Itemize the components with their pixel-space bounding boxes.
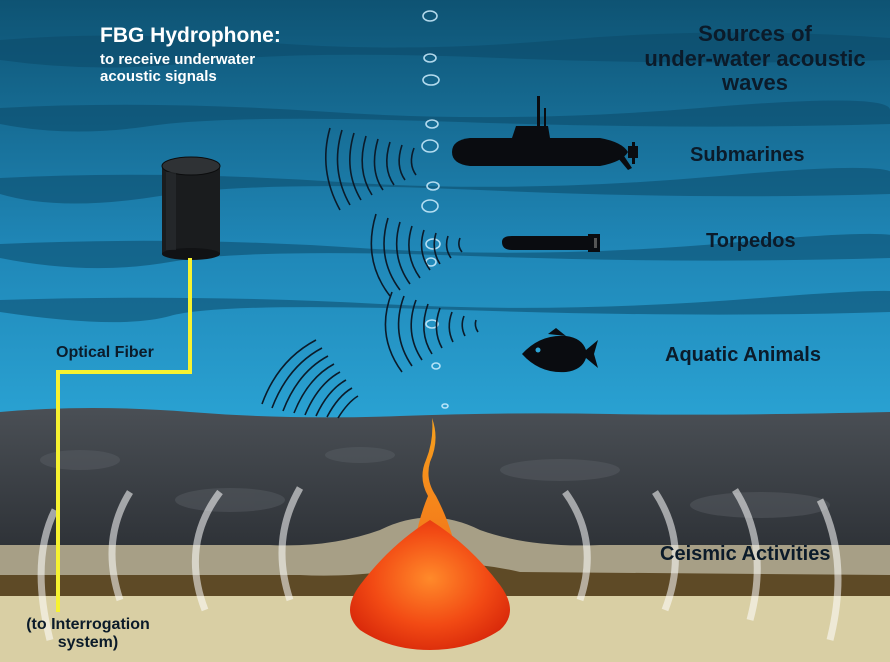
interrogation-line1: (to Interrogation [26, 616, 150, 633]
bubbles [421, 10, 449, 409]
sources-title-line3: waves [721, 70, 789, 96]
fish-sound-waves [384, 291, 479, 373]
interrogation-system-label: (to Interrogation system) [0, 616, 176, 652]
water-bands [0, 32, 890, 323]
sources-title-line1: Sources of [698, 21, 812, 46]
submarine-sound-waves [325, 127, 417, 211]
optical-fiber-label: Optical Fiber [56, 344, 154, 361]
hydrophone-subtitle-line1: to receive underwater [100, 51, 256, 68]
sources-title-line2: under-water acoustic [644, 45, 866, 71]
water-background [0, 0, 890, 440]
hydrophone-title: FBG Hydrophone: [100, 24, 281, 47]
source-label-submarines: Submarines [690, 144, 805, 166]
source-label-aquatic-animals: Aquatic Animals [665, 344, 821, 366]
hydrophone-subtitle-line2: acoustic signals [100, 67, 217, 85]
magma-icon [350, 520, 510, 650]
magma-plume [415, 418, 452, 540]
submarine-icon [452, 96, 638, 170]
seabed-sound-waves [261, 339, 359, 419]
optical-fiber-line [56, 258, 192, 612]
fish-icon [522, 328, 598, 373]
seismic-wave-arcs [37, 486, 842, 641]
torpedo-icon [502, 234, 600, 252]
source-label-seismic: Ceismic Activities [660, 543, 831, 565]
torpedo-sound-waves [370, 213, 463, 297]
sources-title: Sources of under-water acoustic waves [622, 21, 888, 96]
source-label-torpedos: Torpedos [706, 230, 796, 252]
interrogation-line2: system) [57, 633, 119, 651]
hydrophone-cylinder [161, 156, 221, 260]
hydrophone-subtitle: to receive underwater acoustic signals [100, 51, 256, 86]
